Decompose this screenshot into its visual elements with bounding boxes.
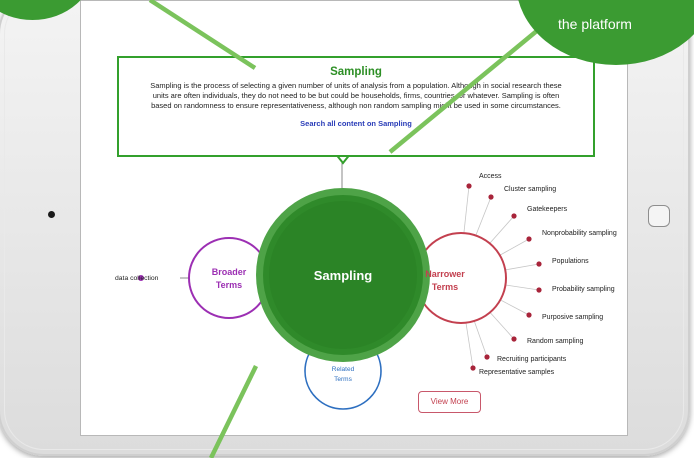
search-content-link[interactable]: Search all content on Sampling (300, 119, 412, 128)
narrower-item-0[interactable]: Access (479, 173, 502, 180)
narrower-label-2: Terms (432, 282, 458, 292)
concept-popup: Sampling Sampling is the process of sele… (117, 56, 595, 157)
center-label: Sampling (314, 268, 373, 283)
narrower-items: Access Cluster sampling Gatekeepers Nonp… (466, 173, 617, 376)
narrower-dot-0 (466, 183, 472, 189)
related-label-2: Terms (334, 376, 352, 383)
narrower-item-9[interactable]: Representative samples (479, 369, 555, 376)
home-button[interactable] (648, 205, 670, 227)
narrower-dot-9 (470, 365, 476, 371)
narrower-dot-7 (511, 336, 517, 342)
narrower-item-3[interactable]: Nonprobability sampling (542, 230, 617, 237)
broader-item-0[interactable]: data collection (115, 275, 159, 282)
popup-description: Sampling is the process of selecting a g… (150, 81, 562, 110)
narrower-dot-5 (536, 287, 542, 293)
concept-map: data collection Broader Terms Narrower T… (115, 150, 617, 410)
popup-title: Sampling (330, 66, 382, 78)
narrower-label-1: Narrower (425, 269, 465, 279)
related-label-1: Related (332, 366, 355, 373)
narrower-dot-6 (526, 312, 532, 318)
view-more-button[interactable]: View More (418, 391, 481, 413)
narrower-item-6[interactable]: Purposive sampling (542, 314, 603, 321)
narrower-item-4[interactable]: Populations (552, 258, 589, 265)
narrower-dot-1 (488, 194, 494, 200)
narrower-item-1[interactable]: Cluster sampling (504, 186, 556, 193)
camera-dot (48, 211, 55, 218)
narrower-dot-4 (536, 261, 542, 267)
narrower-item-2[interactable]: Gatekeepers (527, 206, 568, 213)
narrower-item-7[interactable]: Random sampling (527, 338, 584, 345)
broader-label-2: Terms (216, 280, 242, 290)
narrower-dot-8 (484, 354, 490, 360)
narrower-dot-3 (526, 236, 532, 242)
narrower-item-5[interactable]: Probability sampling (552, 286, 615, 293)
broader-label-1: Broader (212, 267, 247, 277)
narrower-dot-2 (511, 213, 517, 219)
tablet-screen: data collection Broader Terms Narrower T… (80, 0, 628, 436)
broader-node-dot (138, 275, 144, 281)
callout-label: the platform (558, 16, 632, 32)
narrower-item-8[interactable]: Recruiting participants (497, 356, 567, 363)
